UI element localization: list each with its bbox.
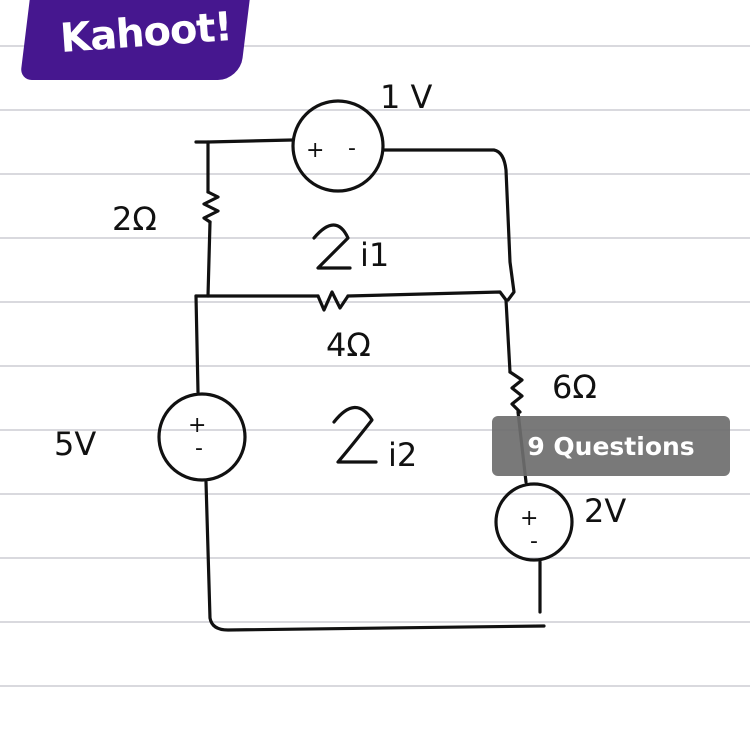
- loop-2-arrow: [332, 405, 378, 464]
- wire-top-right: [382, 148, 516, 302]
- right-voltage-source: [494, 482, 574, 562]
- left-voltage-source: [157, 392, 247, 482]
- resistor-4ohm: [316, 290, 350, 312]
- wire-left-top: [194, 140, 210, 194]
- resistor-6ohm: [508, 370, 524, 414]
- right-source-minus: -: [530, 529, 538, 554]
- question-count-badge: 9 Questions: [492, 416, 730, 476]
- wire-middle-right: [346, 290, 508, 302]
- wire-top-left: [206, 138, 294, 144]
- resistor-4ohm-label: 4Ω: [326, 326, 371, 364]
- top-source-plus: +: [306, 138, 324, 163]
- wire-left-bottom: [204, 480, 546, 632]
- resistor-2ohm-label: 2Ω: [112, 200, 157, 238]
- loop-2-label: i2: [388, 436, 417, 474]
- wire-left-mid: [206, 220, 212, 298]
- left-source-label: 5V: [54, 425, 96, 463]
- top-source-label: 1 V: [380, 78, 433, 116]
- resistor-2ohm: [202, 190, 220, 224]
- loop-1-arrow: [312, 223, 352, 270]
- wire-right-lower: [504, 298, 512, 374]
- wire-left-lower: [194, 294, 200, 394]
- left-source-minus: -: [195, 436, 203, 461]
- right-source-label: 2V: [584, 492, 626, 530]
- top-source-minus: -: [348, 136, 356, 161]
- left-source-plus: +: [188, 413, 206, 438]
- top-voltage-source: [291, 99, 385, 193]
- loop-1-label: i1: [360, 236, 389, 274]
- right-source-plus: +: [520, 506, 538, 531]
- resistor-6ohm-label: 6Ω: [552, 368, 597, 406]
